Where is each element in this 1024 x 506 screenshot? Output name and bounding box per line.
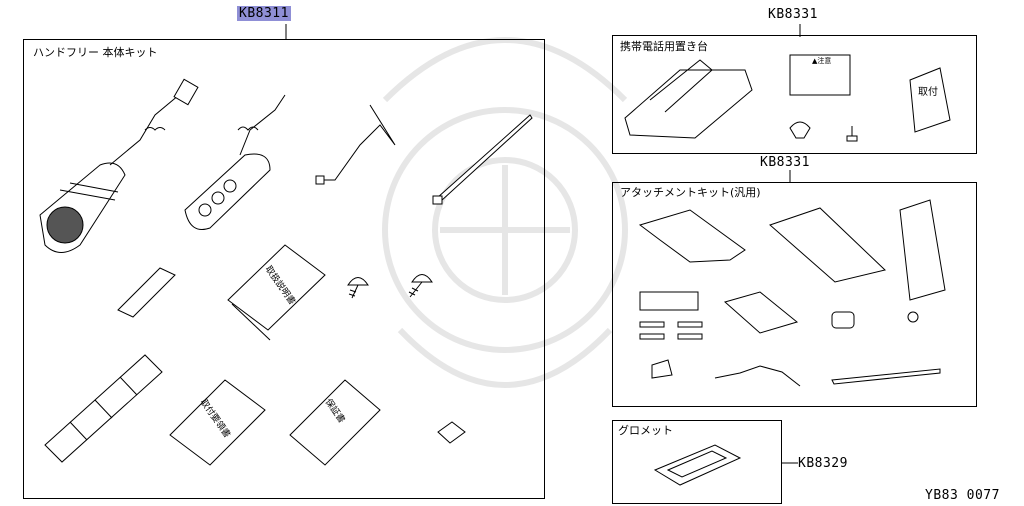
clip-small-part [831,311,855,329]
bolt-part [846,126,858,142]
screw-small-part [907,311,919,323]
holder-clip-part [651,359,673,379]
toritsuke-text: 取付 [918,87,938,98]
pad-sheet-part [723,291,799,334]
tape-part [639,291,699,311]
harness-part [714,365,801,387]
cable-tie-part [432,114,533,205]
phone-stand-part [624,59,753,139]
small-block-part [437,421,466,444]
plate-part [769,207,887,283]
long-tie-part [831,368,941,385]
switch-panel-part [44,354,163,463]
attachment-kit-title: アタッチメントキット(汎用) [620,186,761,199]
diagram-code: YB83 0077 [925,488,1000,503]
phone-holder-box [612,35,977,154]
microphone-part [315,104,396,185]
attachment-kit-box [612,182,977,407]
caution-label-part [789,54,851,96]
callout-kb8329: KB8329 [798,456,848,471]
callout-kb8311[interactable]: KB8311 [237,6,291,21]
grommet-box [612,420,782,504]
clip-part [789,121,811,139]
remote-switch-part [184,94,286,230]
grommet-part [653,444,742,486]
caution-label-text: ▲注意 [812,57,832,65]
manual-book-part [227,244,326,341]
screw-part-2 [408,274,433,298]
main-kit-box [23,39,545,499]
phone-holder-title: 携帯電話用置き台 [620,40,708,53]
toritsuke-sheet-part [909,67,951,133]
pad-part [117,267,176,318]
install-manual-part [169,379,266,466]
callout-kb8331-attach: KB8331 [760,155,810,170]
main-kit-title: ハンドフリー 本体キット [33,46,158,59]
bracket-part [638,209,746,263]
sheet-part [899,199,946,301]
warranty-card-part [289,379,381,466]
screw-part-1 [347,277,369,299]
grommet-title: グロメット [618,424,673,437]
callout-kb8331-holder: KB8331 [768,7,818,22]
handsfree-unit-part [39,78,199,253]
